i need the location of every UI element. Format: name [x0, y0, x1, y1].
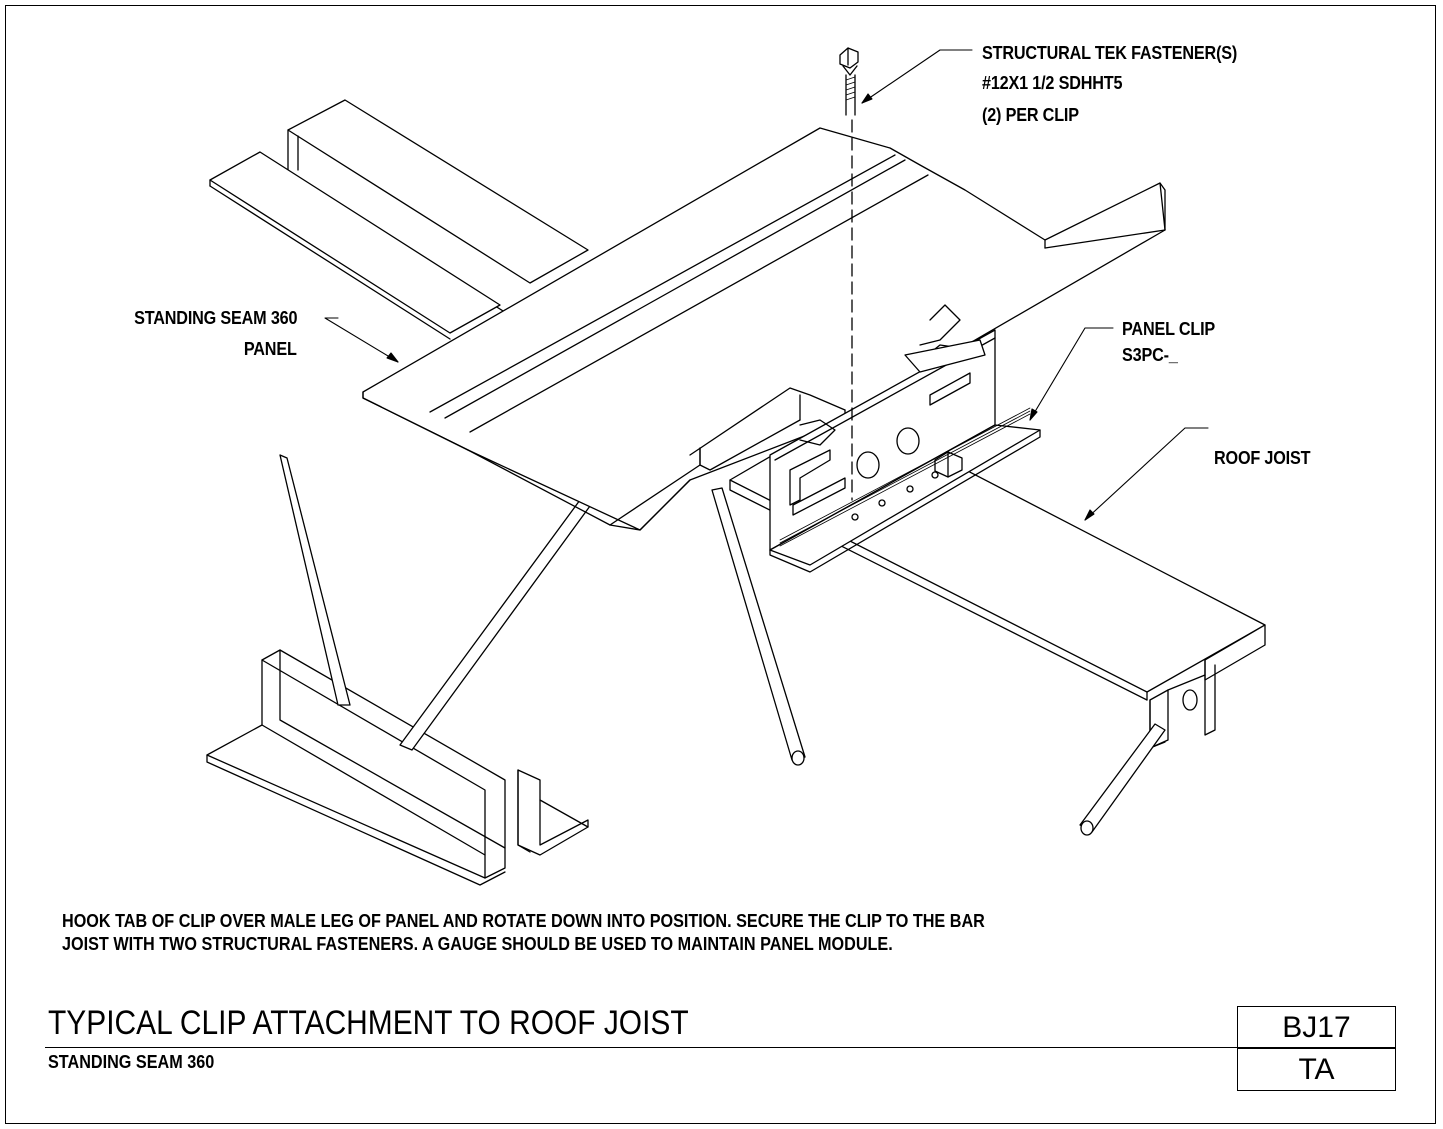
front-left-joist-chord [206, 649, 589, 886]
left-web-members [279, 454, 591, 751]
structural-tek-fastener [839, 47, 859, 501]
fastener-label-line-3: (2) PER CLIP [982, 105, 1079, 125]
drawing-title: TYPICAL CLIP ATTACHMENT TO ROOF JOIST [48, 1004, 689, 1042]
rear-joist-chord [209, 99, 589, 340]
fastener-label-line-1: STRUCTURAL TEK FASTENER(S) [982, 43, 1238, 63]
installation-note: HOOK TAB OF CLIP OVER MALE LEG OF PANEL … [62, 911, 985, 954]
title-underline [45, 1047, 1237, 1048]
detail-code-box: BJ17 [1237, 1006, 1396, 1049]
series-code-box: TA [1237, 1047, 1396, 1091]
fastener-label-line-2: #12X1 1/2 SDHHT5 [982, 73, 1123, 93]
clip-label-line-2: S3PC-_ [1122, 345, 1178, 365]
center-web-member [711, 487, 806, 766]
clip-label-line-1: PANEL CLIP [1122, 319, 1216, 339]
panel-label-line-2: PANEL [244, 339, 297, 359]
drawing-subtitle: STANDING SEAM 360 [48, 1052, 215, 1072]
panel-clip [769, 329, 1041, 573]
roof-joist-label: ROOF JOIST [1214, 448, 1311, 468]
leader-lines [324, 49, 1209, 521]
panel-label-line-1: STANDING SEAM 360 [133, 308, 297, 328]
